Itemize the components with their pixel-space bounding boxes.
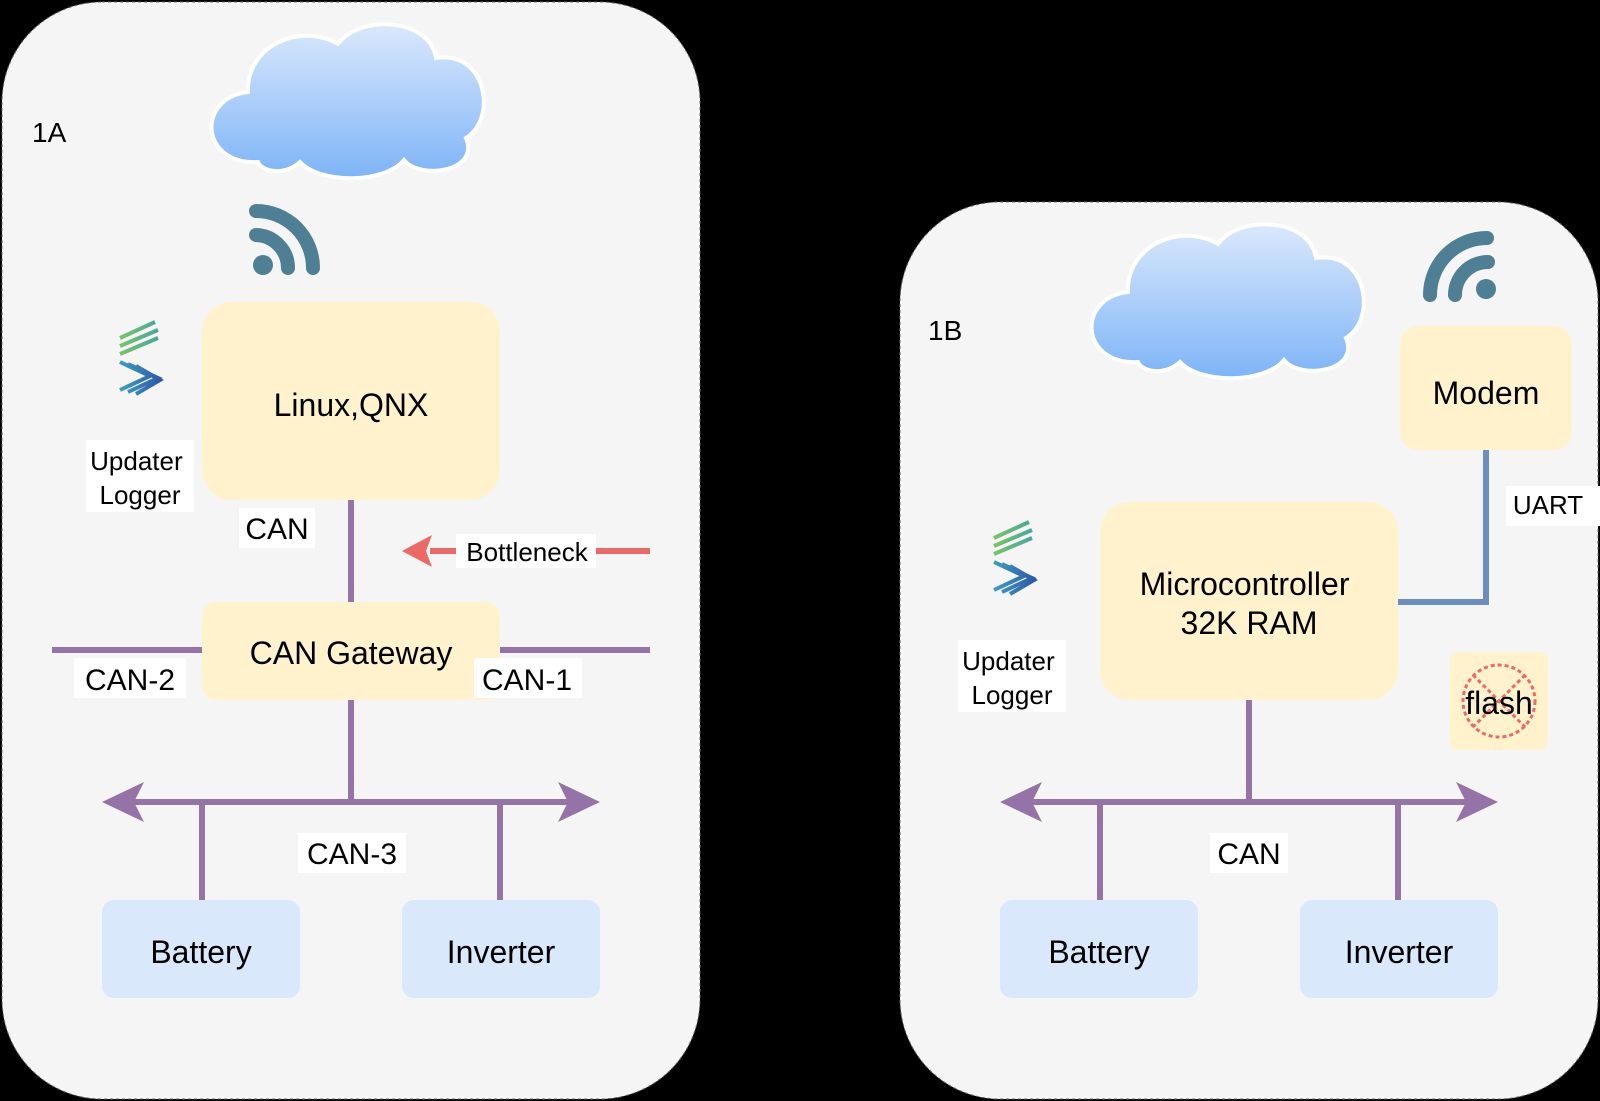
cloud-icon [1089,222,1366,381]
inverter-label-1a: Inverter [447,934,556,970]
can-bus-1b [1000,782,1498,902]
uart-label-bg [1506,486,1600,526]
battery-box-1b[interactable] [1000,900,1198,998]
bottleneck-arrow: Bottleneck [402,534,650,568]
modem-label: Modem [1433,375,1540,411]
can-link-label: CAN [245,513,308,546]
cloud-icon [209,22,486,181]
microcontroller-label: Microcontroller 32K RAM [1140,566,1359,641]
linux-qnx-box[interactable] [202,302,500,500]
bottleneck-label: Bottleneck [466,537,588,567]
can-2-label-bg [74,658,186,698]
battery-label-1b: Battery [1048,934,1149,970]
prohibited-icon [1461,663,1537,739]
can-gateway-box[interactable] [202,602,500,700]
stack-logo-icon [119,320,164,396]
panel-1a-label: 1A [32,117,67,148]
battery-box-1a[interactable] [102,900,300,998]
updater-logger-bg [958,640,1066,712]
battery-label-1a: Battery [150,934,251,970]
linux-qnx-label: Linux,QNX [274,387,429,423]
panel-1a: 1A Updater Logger Linux,QNX CAN [1,1,701,1100]
can-3-label-bg [298,833,406,873]
can-3-bus [102,782,600,902]
inverter-box-1b[interactable] [1300,900,1498,998]
can-gateway-label: CAN Gateway [250,635,453,671]
updater-logger-bg [86,440,194,512]
inverter-box-1a[interactable] [402,900,600,998]
updater-logger-label: Updater Logger [962,646,1062,710]
can-label-bg [239,508,315,548]
stack-logo-icon [993,520,1038,596]
can-1-label-bg [474,658,582,698]
panel-1b-label: 1B [928,315,962,346]
can-1-label: CAN-1 [482,664,572,697]
panel-1b: 1B Modem UART Updater Logger [899,201,1600,1100]
inverter-label-1b: Inverter [1345,934,1454,970]
uart-label: UART [1513,490,1583,520]
can-label-bg-1b [1210,833,1288,873]
can-3-label: CAN-3 [307,838,397,871]
microcontroller-box[interactable] [1100,502,1398,700]
flash-box[interactable]: flash [1450,652,1548,750]
flash-label: flash [1465,685,1533,721]
wifi-icon [1423,231,1496,302]
uart-link [1398,450,1489,605]
updater-logger-label: Updater Logger [90,446,190,510]
modem-box[interactable] [1400,326,1572,450]
can-label-1b: CAN [1217,838,1280,871]
can-2-label: CAN-2 [85,664,175,697]
wifi-icon [249,204,320,275]
